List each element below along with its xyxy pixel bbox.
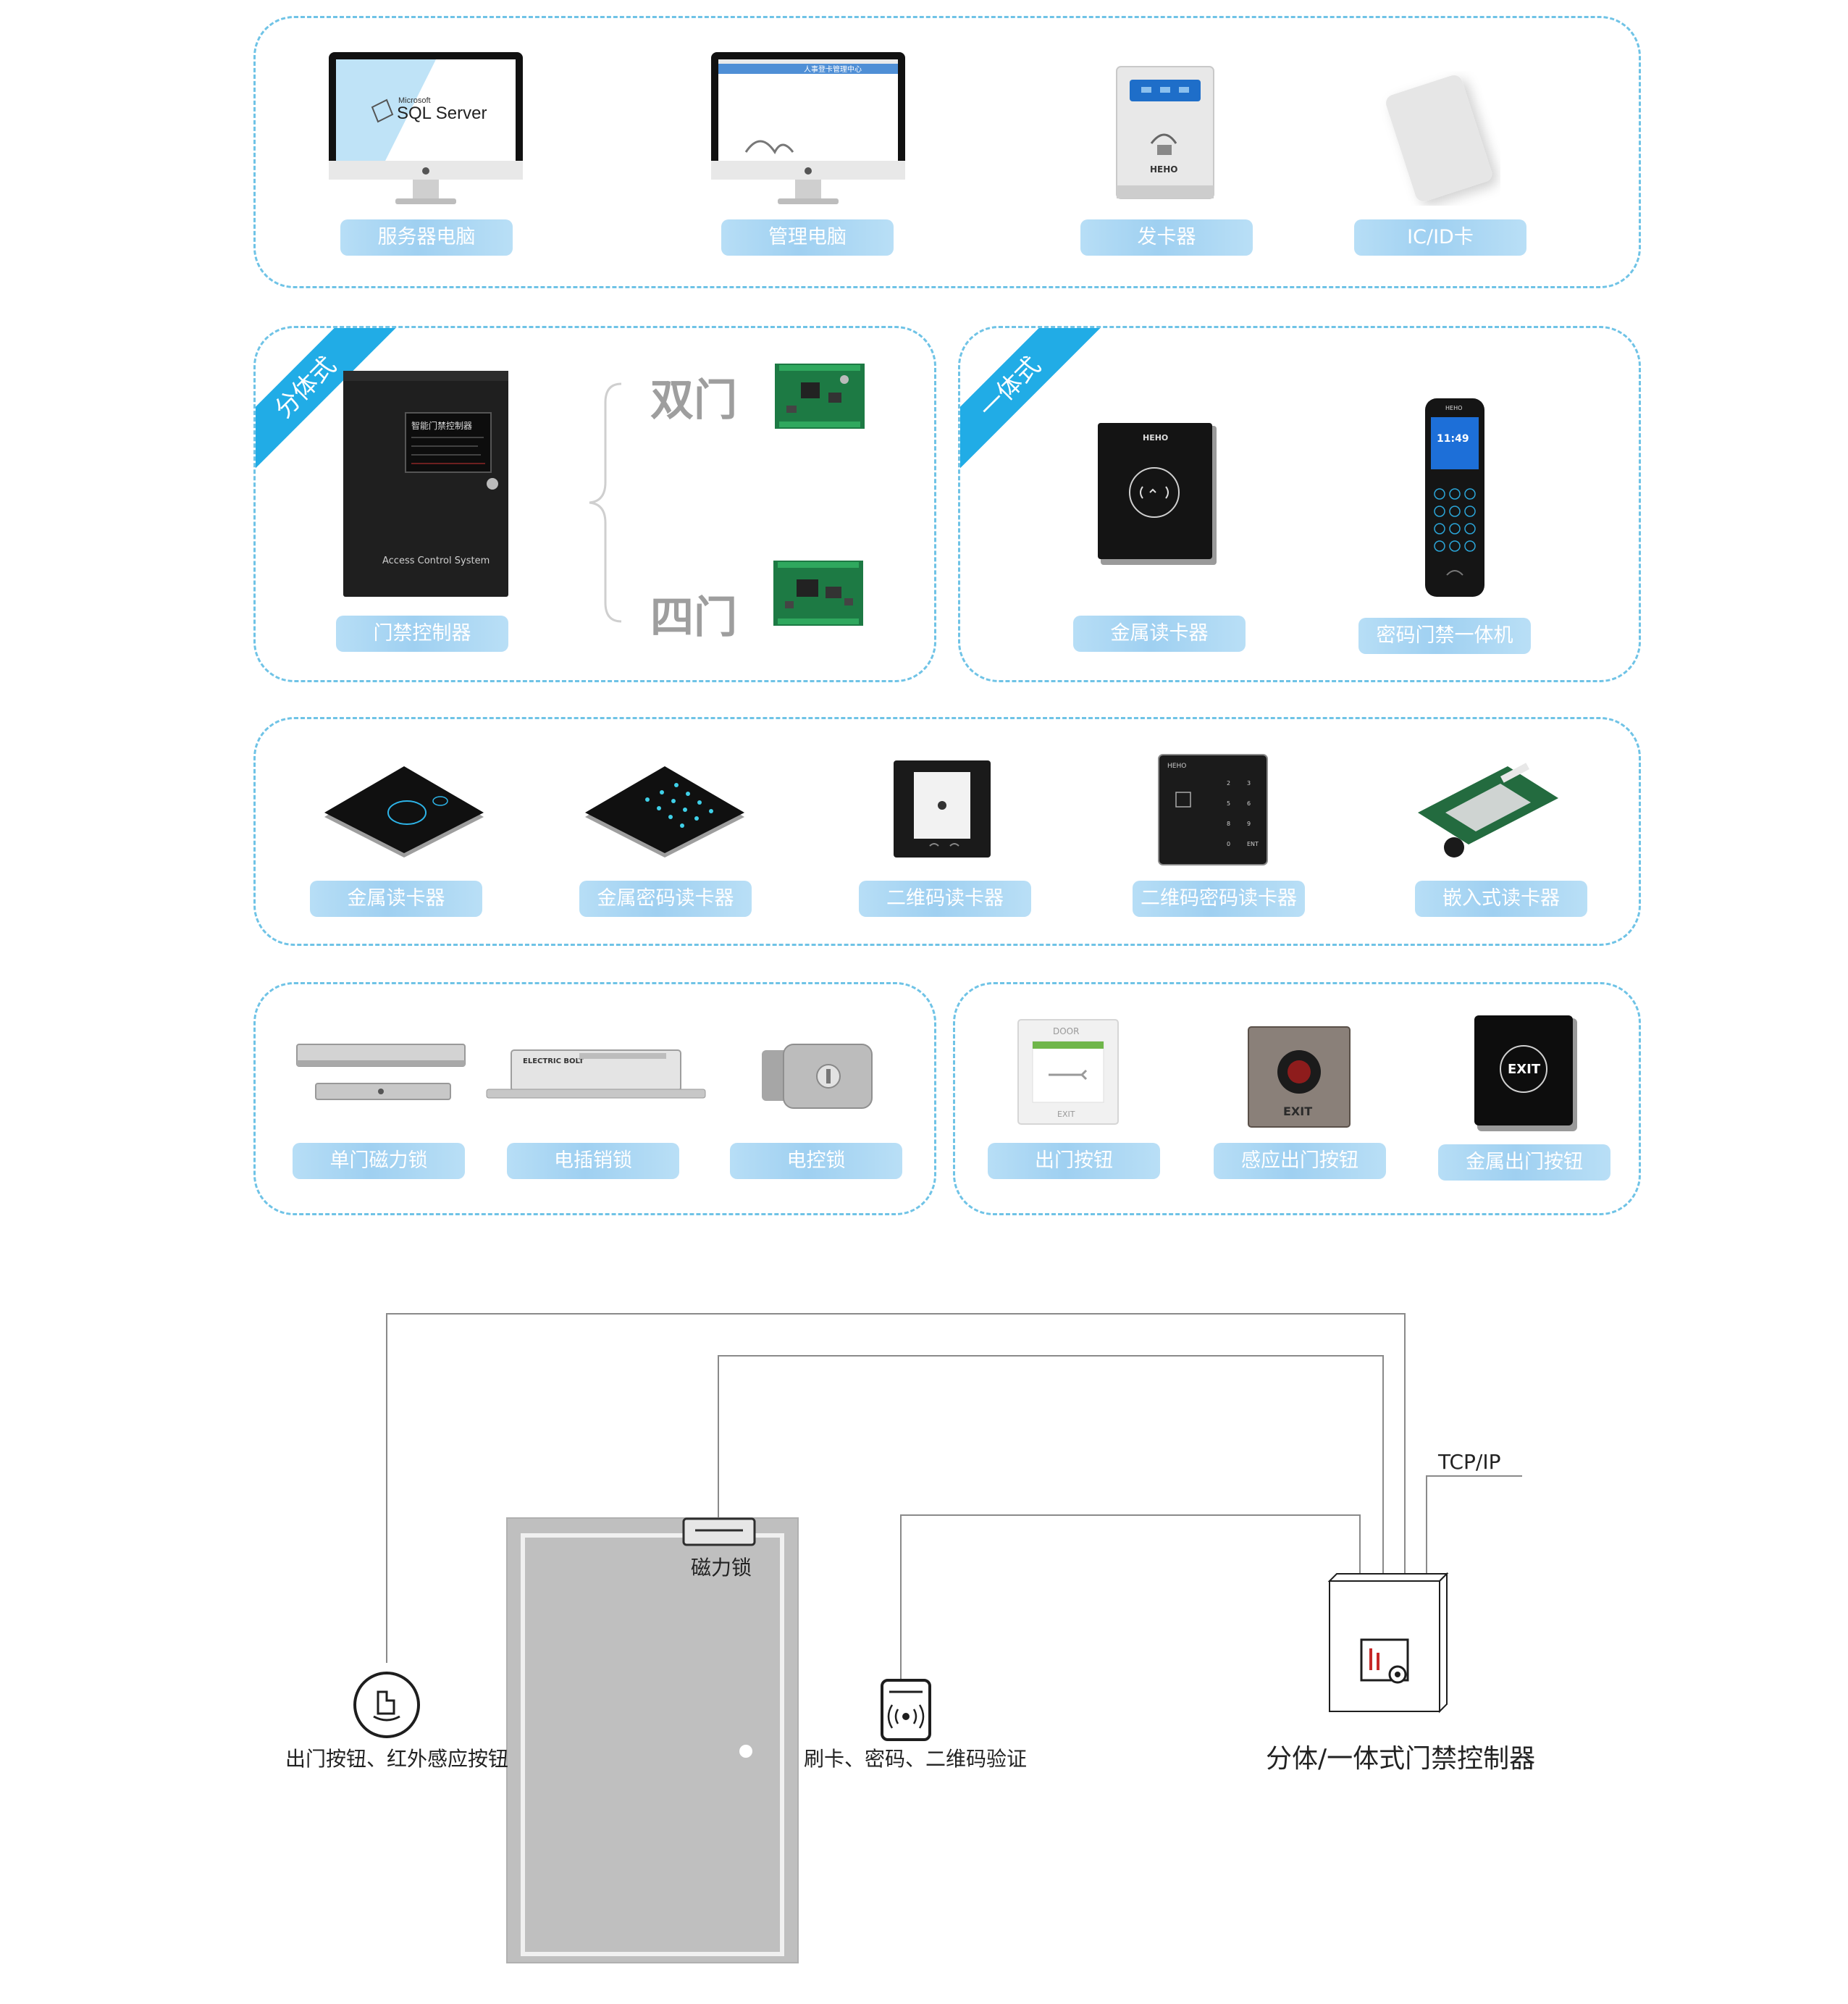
door-inner-border bbox=[521, 1533, 784, 1956]
sql-brand-text: Microsoft bbox=[398, 96, 431, 105]
label-card-issuer: 发卡器 bbox=[1080, 219, 1253, 256]
controller-box-brand: Access Control System bbox=[382, 555, 490, 566]
wire-reader bbox=[900, 1514, 1361, 1680]
panel-split-controller: 分体式 bbox=[253, 326, 936, 682]
exit-button-door-text: DOOR bbox=[1053, 1026, 1079, 1036]
door-handle bbox=[739, 1745, 752, 1758]
terminal-brand: HEHO bbox=[1445, 405, 1462, 411]
metal-exit-button-image: EXIT bbox=[1474, 1015, 1577, 1131]
double-door-board-image bbox=[775, 364, 865, 429]
sensor-exit-button-image: EXIT bbox=[1248, 1026, 1351, 1128]
qr-keypad-brand: HEHO bbox=[1167, 763, 1186, 770]
label-magnetic-lock: 单门磁力锁 bbox=[293, 1143, 465, 1179]
metal-keypad-reader-image bbox=[585, 766, 744, 858]
panel-readers bbox=[253, 717, 1641, 946]
wire-exit-button bbox=[386, 1313, 1406, 1663]
mgmt-screen-title: 人事登卡管理中心 bbox=[804, 64, 862, 74]
label-metal-keypad-reader: 金属密码读卡器 bbox=[579, 881, 752, 917]
metal-exit-text: EXIT bbox=[1508, 1062, 1541, 1077]
panel-management bbox=[253, 16, 1641, 288]
exit-button-image: DOOR EXIT bbox=[1017, 1019, 1119, 1125]
bolt-brand: ELECTRIC BOLT bbox=[523, 1057, 584, 1065]
controller-box bbox=[1329, 1580, 1440, 1712]
card-issuer-image: HEHO bbox=[1116, 66, 1214, 199]
svg-text:0: 0 bbox=[1227, 841, 1230, 847]
label-metal-exit-button: 金属出门按钮 bbox=[1438, 1144, 1610, 1181]
label-electric-control-lock: 电控锁 bbox=[730, 1143, 902, 1179]
card-reader-label: 刷卡、密码、二维码验证 bbox=[804, 1747, 1027, 1771]
magnetic-lock-image bbox=[296, 1044, 466, 1100]
controller-box-side bbox=[1439, 1572, 1448, 1714]
label-integrated-metal-reader: 金属读卡器 bbox=[1073, 616, 1246, 652]
access-controller-box-image: 智能门禁控制器 Access Control System bbox=[343, 371, 508, 597]
ic-card-image bbox=[1386, 75, 1492, 202]
svg-text:9: 9 bbox=[1247, 821, 1251, 827]
exit-button-exit-text: EXIT bbox=[1057, 1110, 1075, 1119]
label-four-door: 四门 bbox=[650, 592, 737, 643]
controller-box-title: 智能门禁控制器 bbox=[411, 420, 472, 431]
label-electric-bolt: 电插销锁 bbox=[507, 1143, 679, 1179]
lock-body bbox=[682, 1517, 756, 1546]
electric-control-lock-image bbox=[762, 1044, 873, 1109]
lock-label: 磁力锁 bbox=[691, 1556, 752, 1580]
panel-locks bbox=[253, 982, 936, 1215]
wiring-diagram: 磁力锁 出门按钮、红外感应按钮 刷卡、密码、二维码验证 分体/一体式门禁控制器 … bbox=[285, 1313, 1535, 1963]
label-server-pc: 服务器电脑 bbox=[340, 219, 513, 256]
label-password-terminal: 密码门禁一体机 bbox=[1358, 618, 1531, 654]
svg-text:2: 2 bbox=[1227, 780, 1230, 787]
svg-text:3: 3 bbox=[1247, 780, 1251, 787]
door-frame bbox=[506, 1517, 799, 1963]
brace-shape bbox=[589, 382, 622, 623]
metal-reader-image: HEHO bbox=[1098, 423, 1217, 565]
exit-button-label: 出门按钮、红外感应按钮 bbox=[285, 1747, 508, 1771]
keypad-terminal-image: HEHO 11:49 bbox=[1425, 398, 1484, 597]
svg-text:5: 5 bbox=[1227, 800, 1230, 807]
exit-button-icon bbox=[353, 1672, 420, 1738]
panel-all-in-one: 一体式 bbox=[958, 326, 1641, 682]
controller-box-top bbox=[1327, 1573, 1449, 1582]
metal-reader-flat-image bbox=[324, 766, 484, 858]
controller-label: 分体/一体式门禁控制器 bbox=[1266, 1744, 1535, 1774]
label-ic-id-card: IC/ID卡 bbox=[1354, 219, 1526, 256]
label-management-pc: 管理电脑 bbox=[721, 219, 894, 256]
network-label: TCP/IP bbox=[1437, 1450, 1500, 1474]
four-door-board-image bbox=[773, 561, 863, 626]
label-metal-reader: 金属读卡器 bbox=[310, 881, 482, 917]
svg-text:6: 6 bbox=[1247, 800, 1251, 807]
management-monitor-image: 人事登卡管理中心 bbox=[711, 52, 905, 204]
qr-keypad-reader-image: HEHO 2 3 5 6 8 9 0 ENT bbox=[1158, 754, 1268, 865]
label-double-door: 双门 bbox=[650, 375, 737, 426]
panel-exit-buttons bbox=[953, 982, 1641, 1215]
svg-text:ENT: ENT bbox=[1247, 841, 1259, 847]
label-exit-button: 出门按钮 bbox=[988, 1143, 1160, 1179]
qr-reader-image bbox=[894, 760, 991, 858]
metal-reader-brand: HEHO bbox=[1143, 433, 1168, 443]
svg-text:8: 8 bbox=[1227, 821, 1230, 827]
wire-network bbox=[1426, 1475, 1522, 1581]
label-access-controller: 门禁控制器 bbox=[336, 616, 508, 652]
sensor-button-exit-text: EXIT bbox=[1283, 1104, 1312, 1118]
wire-lock bbox=[718, 1355, 1384, 1581]
card-reader-icon bbox=[881, 1679, 931, 1741]
label-embedded-reader: 嵌入式读卡器 bbox=[1415, 881, 1587, 917]
electric-bolt-image: ELECTRIC BOLT bbox=[486, 1049, 706, 1099]
label-qr-keypad-reader: 二维码密码读卡器 bbox=[1133, 881, 1305, 917]
embedded-reader-image bbox=[1418, 763, 1558, 858]
ribbon-integrated: 一体式 bbox=[960, 328, 1110, 487]
terminal-time: 11:49 bbox=[1437, 433, 1469, 445]
label-qr-reader: 二维码读卡器 bbox=[859, 881, 1031, 917]
server-monitor-image: Microsoft SQL Server bbox=[329, 52, 523, 204]
card-issuer-brand: HEHO bbox=[1150, 164, 1177, 175]
sql-product-text: SQL Server bbox=[397, 104, 487, 123]
label-sensor-exit-button: 感应出门按钮 bbox=[1214, 1143, 1386, 1179]
